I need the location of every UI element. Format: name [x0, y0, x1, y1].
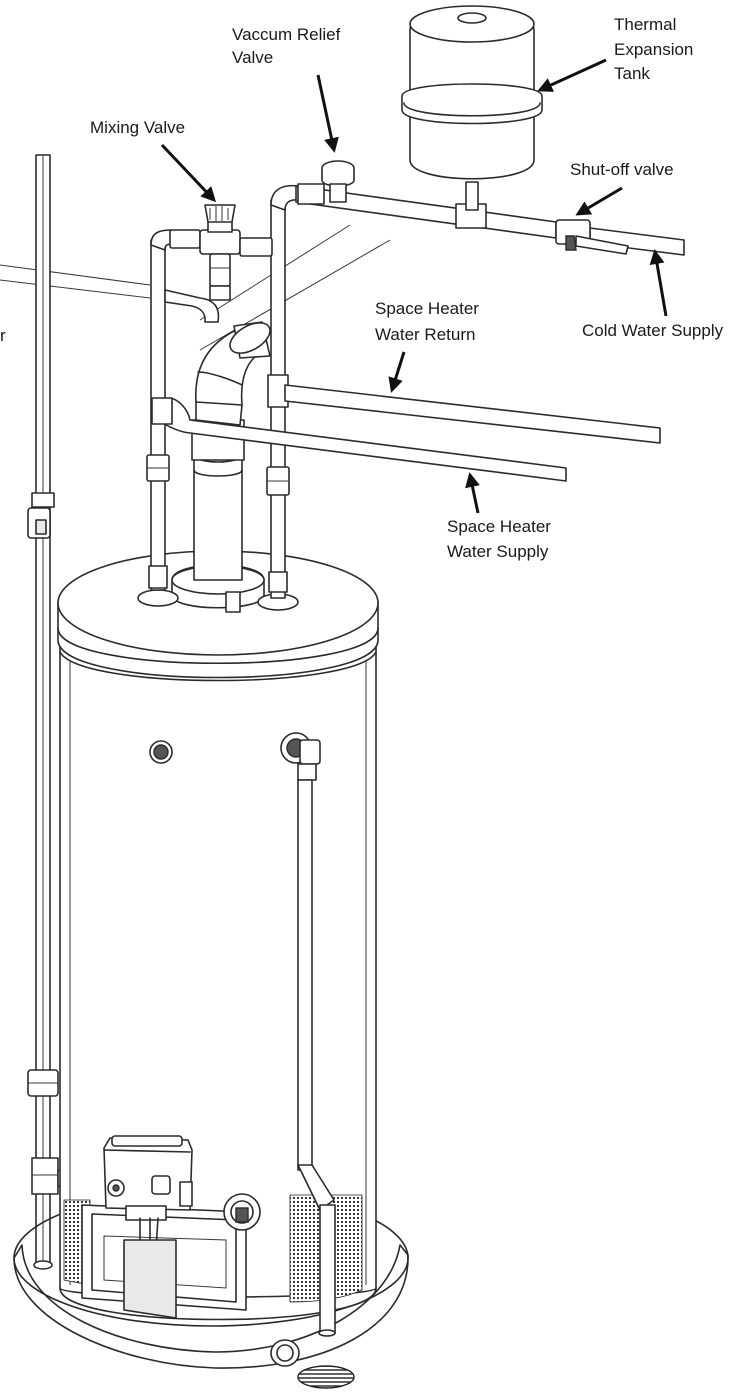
mixing-valve — [164, 204, 273, 323]
thermal-expansion-tank-label-line2: Expansion — [614, 40, 693, 59]
label-cold-water-supply: Cold Water Supply — [582, 321, 724, 340]
cut-off-label-fragment: r — [0, 326, 6, 345]
space-heater-water-return-label-line1: Space Heater — [375, 299, 479, 318]
space-heater-return-pipe — [284, 384, 661, 444]
space-heater-water-return-label-line2: Water Return — [375, 325, 475, 344]
cold-water-main — [295, 183, 685, 256]
arrow-mixing-valve — [160, 143, 217, 203]
cold-water-supply-label: Cold Water Supply — [582, 321, 724, 340]
label-thermal-expansion-tank: Thermal Expansion Tank — [614, 15, 693, 83]
space-heater-water-supply-label-line1: Space Heater — [447, 517, 551, 536]
drain-pan — [13, 1189, 409, 1389]
arrow-space-heater-water-supply — [465, 472, 480, 514]
callout-arrows — [160, 58, 668, 514]
arrow-space-heater-water-return — [388, 351, 406, 393]
label-vacuum-relief-valve: Vaccum Relief Valve — [232, 25, 341, 67]
label-shut-off-valve: Shut-off valve — [570, 160, 674, 179]
label-space-heater-water-return: Space Heater Water Return — [375, 299, 479, 344]
gas-control-valve — [103, 1135, 193, 1319]
label-space-heater-water-supply: Space Heater Water Supply — [447, 517, 551, 561]
thermal-expansion-tank-label-line3: Tank — [614, 64, 650, 83]
label-mixing-valve: Mixing Valve — [90, 118, 185, 137]
arrow-vacuum-relief-valve — [316, 74, 339, 153]
arrow-cold-water-supply — [649, 249, 668, 317]
space-heater-water-supply-label-line2: Water Supply — [447, 542, 549, 561]
arrow-thermal-expansion-tank — [537, 58, 607, 92]
mixing-valve-label: Mixing Valve — [90, 118, 185, 137]
vacuum-relief-valve — [321, 160, 355, 203]
shut-off-valve-label: Shut-off valve — [570, 160, 674, 179]
space-heater-supply-pipe — [151, 397, 567, 482]
vacuum-relief-valve-label-line1: Vaccum Relief — [232, 25, 341, 44]
tp-relief-valve — [280, 732, 336, 1337]
thermal-expansion-tank-label-line1: Thermal — [614, 15, 676, 34]
label-cut-off-fragment: r — [0, 326, 6, 345]
vacuum-relief-valve-label-line2: Valve — [232, 48, 273, 67]
flue-vent — [171, 321, 271, 609]
thermal-expansion-tank — [401, 5, 543, 211]
arrow-shut-off-valve — [575, 186, 623, 216]
